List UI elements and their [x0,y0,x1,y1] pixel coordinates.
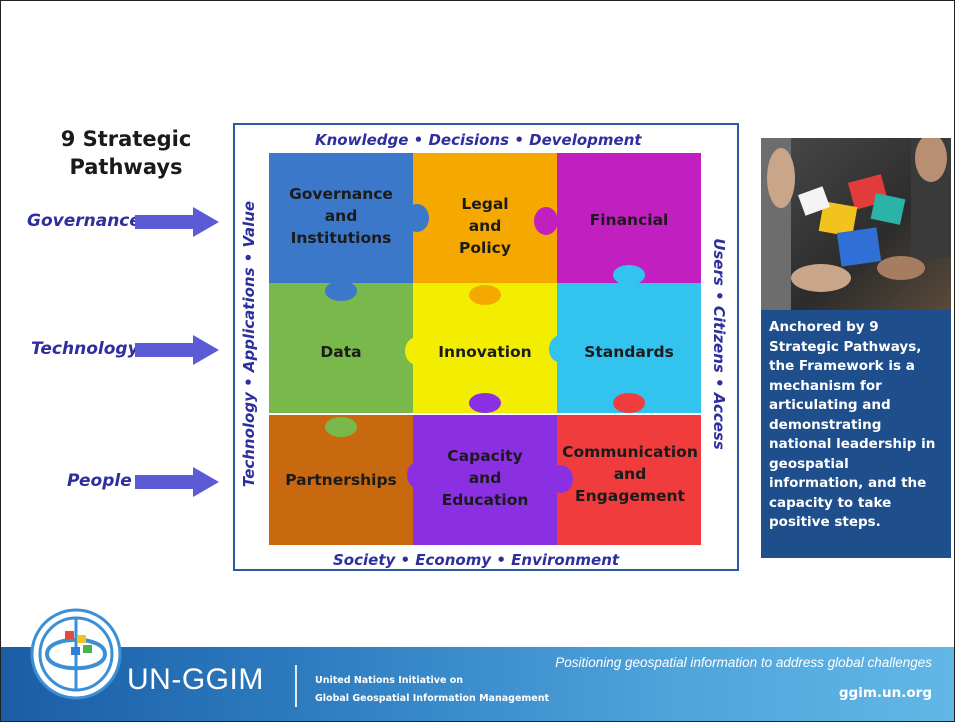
puzzle-piece [557,153,701,283]
piece-partnerships: Partnerships [285,471,397,489]
arrow-right-icon [135,207,219,237]
footer-org-line-2: Global Geospatial Information Management [315,693,550,704]
puzzle-knob [405,337,429,365]
row-label-technology: Technology [31,339,139,359]
footer-tagline: Positioning geospatial information to ad… [555,655,932,670]
puzzle-knob [549,465,573,493]
footer-divider [295,665,297,707]
row-label-people: People [67,471,132,491]
puzzle-piece [269,153,413,283]
footer-org-line-1: United Nations Initiative on [315,675,464,686]
piece-standards: Standards [584,343,674,361]
footer-logo-text: UN-GGIM [127,663,264,696]
side-description-text: Anchored by 9 Strategic Pathways, the Fr… [769,319,936,530]
frame-left-text: Technology • Applications • Value [240,200,258,488]
row-label-governance: Governance [27,211,141,231]
puzzle-grid [269,153,701,545]
frame-top-text: Knowledge • Decisions • Development [315,131,642,149]
puzzle-knob [405,204,429,232]
frame-bottom-text: Society • Economy • Environment [333,551,620,569]
puzzle-knob [549,335,573,363]
puzzle-knob [325,417,357,437]
piece-innovation: Innovation [438,343,532,361]
puzzle-piece [413,153,557,283]
side-description-box: Anchored by 9 Strategic Pathways, the Fr… [761,310,951,558]
puzzle-piece [557,415,701,545]
puzzle-piece [413,415,557,545]
puzzle-knob [407,461,431,489]
footer-url: ggim.un.org [838,685,932,701]
puzzle-hands-image [761,138,951,310]
arrow-right-icon [135,467,219,497]
puzzle-piece [269,283,413,413]
puzzle-knob [613,265,645,285]
un-ggim-globe-logo [30,608,122,700]
piece-financial: Financial [589,211,669,229]
frame-right-text: Users • Citizens • Access [710,238,728,450]
piece-data: Data [320,343,362,361]
puzzle-knob [469,393,501,413]
arrow-right-icon [135,335,219,365]
page-title: 9 Strategic Pathways [60,127,192,179]
puzzle-knob [325,281,357,301]
puzzle-piece [557,283,701,413]
puzzle-knob [469,285,501,305]
puzzle-knob [534,207,558,235]
footer-bar: UN-GGIM United Nations Initiative on Glo… [1,647,954,721]
puzzle-knob [613,393,645,413]
